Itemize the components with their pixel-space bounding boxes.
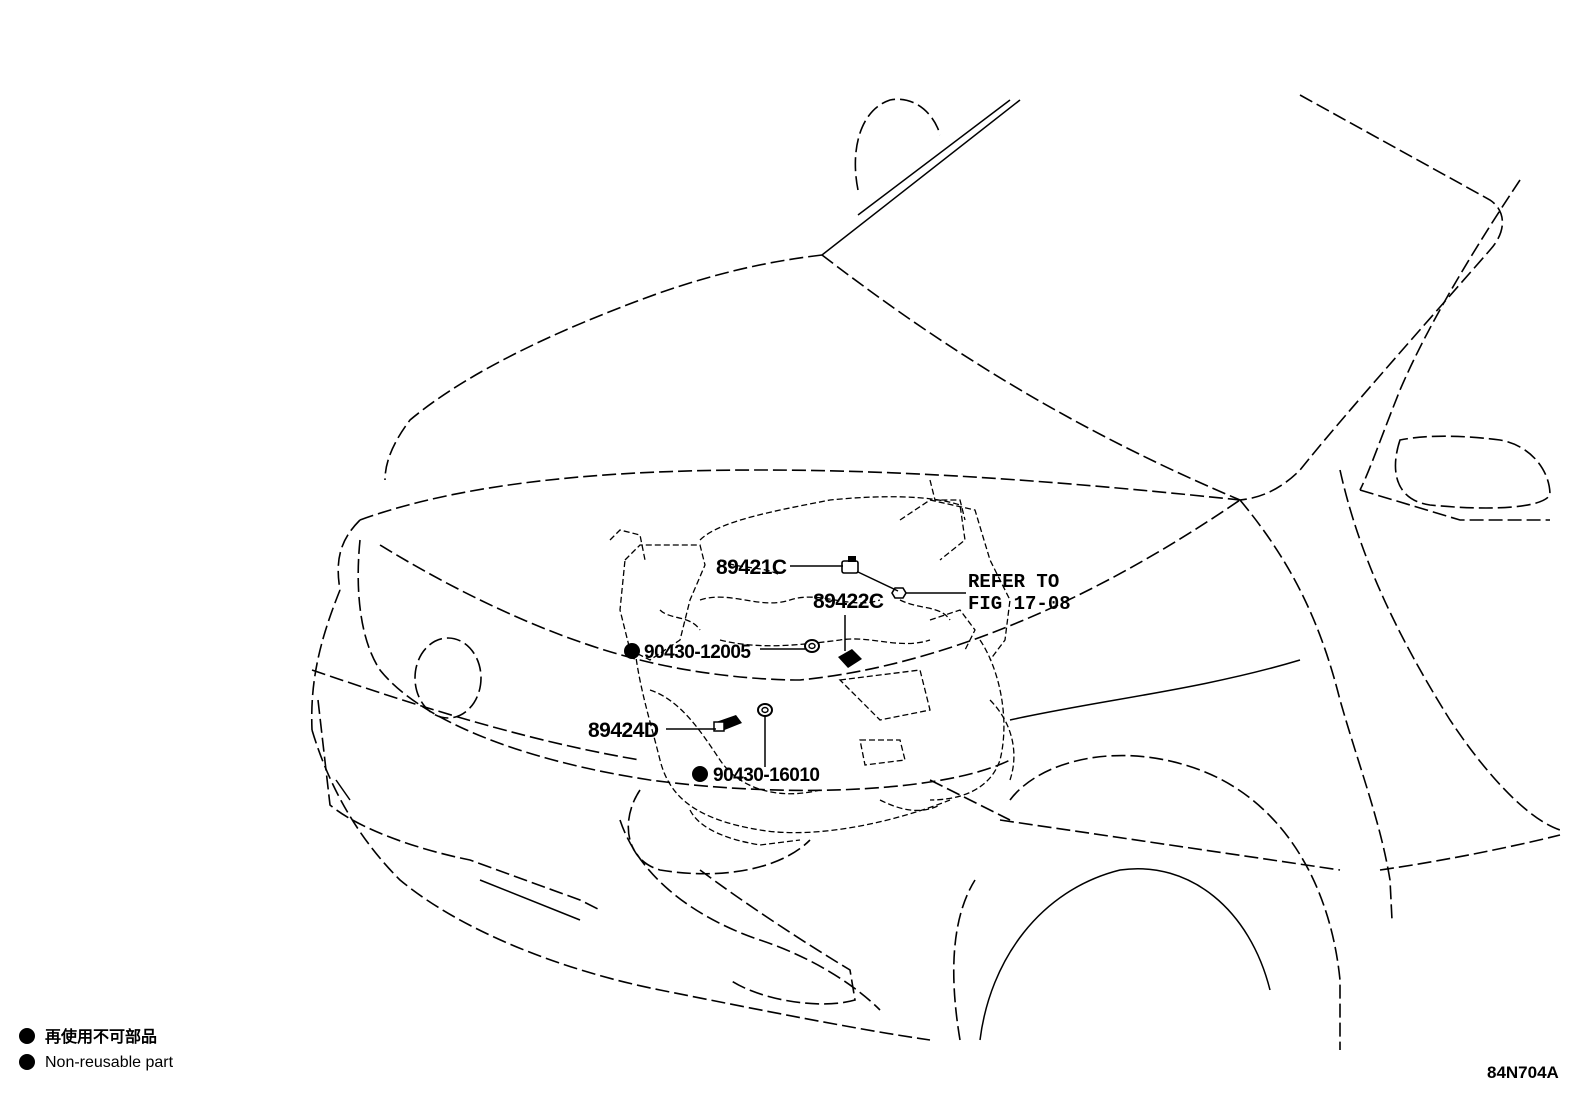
part-labels: 89421C 89422C 90430-12005 89424D 90430-1… — [588, 556, 1071, 786]
non-reusable-marker-icon — [624, 643, 640, 659]
cam-sensor-icon — [841, 560, 859, 574]
gasket-large-icon — [757, 703, 773, 717]
sensor-hardware — [713, 556, 907, 732]
legend: 再使用不可部品 Non-reusable part — [19, 1027, 174, 1071]
part-label-90430-12005: 90430-12005 — [644, 642, 751, 663]
leader-lines — [666, 565, 966, 767]
gasket-small-icon — [804, 639, 820, 653]
part-label-90430-16010: 90430-16010 — [713, 765, 820, 786]
part-label-89424d: 89424D — [588, 719, 659, 742]
engine-assembly — [609, 479, 1015, 846]
part-label-89421c: 89421C — [716, 556, 787, 579]
legend-jp-text: 再使用不可部品 — [45, 1027, 157, 1046]
legend-marker-icon — [19, 1028, 35, 1044]
car-body-outline — [310, 94, 1561, 1050]
refer-to-label: REFER TO — [968, 571, 1059, 593]
part-label-89422c: 89422C — [813, 590, 884, 613]
crank-sensor-icon — [838, 649, 862, 668]
refer-fig-label: FIG 17-08 — [968, 593, 1071, 615]
non-reusable-marker-icon — [692, 766, 708, 782]
legend-marker-icon — [19, 1054, 35, 1070]
legend-en-text: Non-reusable part — [45, 1054, 174, 1071]
figure-code: 84N704A — [1487, 1063, 1559, 1082]
